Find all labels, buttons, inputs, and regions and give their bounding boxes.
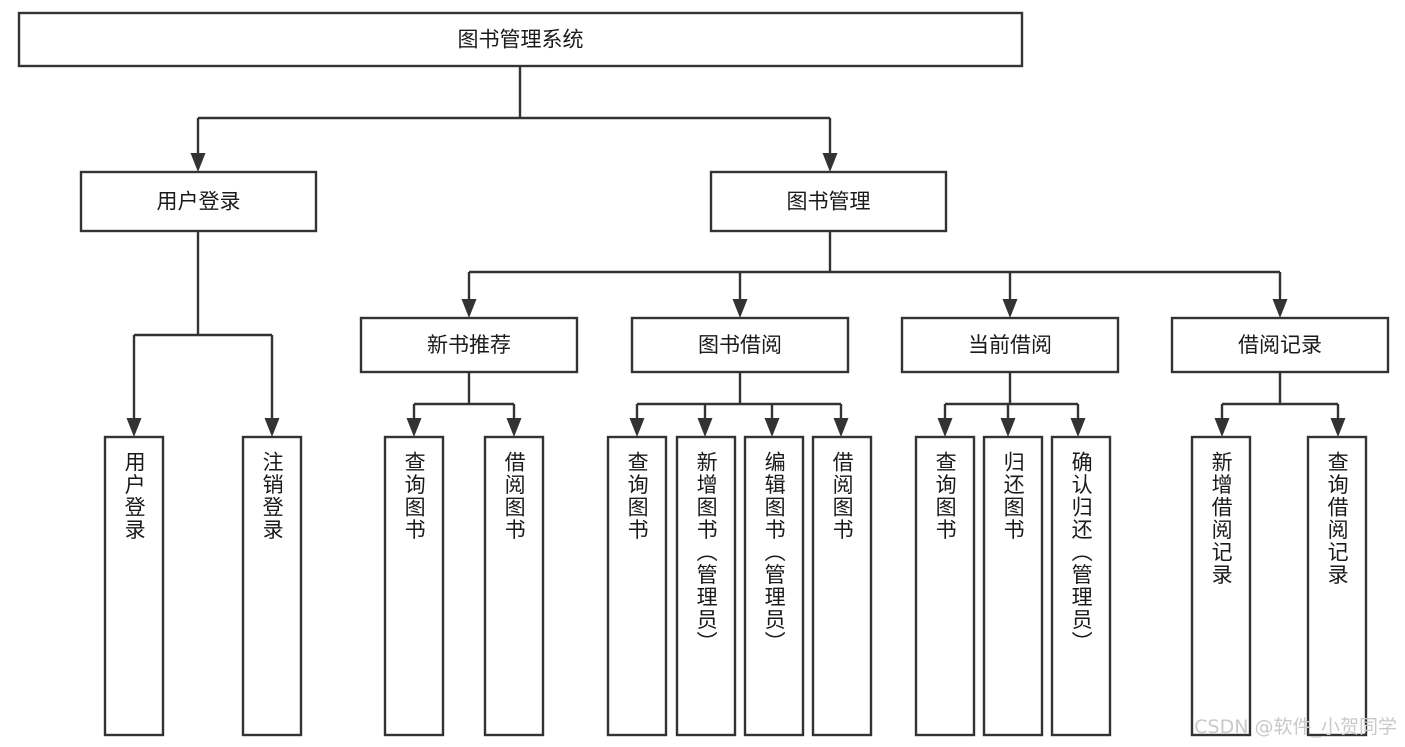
level2-node-0-label: 用户登录 (157, 190, 241, 214)
level3-node-3-label: 借阅记录 (1238, 333, 1322, 357)
leaf-node-box-1 (241, 435, 303, 737)
leaf-node-box-4 (606, 435, 668, 737)
group-drop-借阅记录-0-arrow-head (1214, 418, 1230, 437)
level2-node-1-label: 图书管理 (787, 190, 871, 214)
leaf-node-box-7 (811, 435, 873, 737)
group-drop-新书推荐-0-arrow-head (406, 418, 422, 437)
leaf-node-box-10 (1050, 435, 1112, 737)
leaf-node-box-0 (103, 435, 165, 737)
group-drop-当前借阅-2-arrow-head (1070, 418, 1086, 437)
level3-node-box-0 (359, 316, 579, 374)
level3-node-1-label: 图书借阅 (698, 333, 782, 357)
leaf-node-box-9 (982, 435, 1044, 737)
manage-drop-1-arrow-head (732, 299, 748, 318)
level3-node-2-label: 当前借阅 (968, 333, 1052, 357)
group-drop-图书借阅-0-arrow-head (629, 418, 645, 437)
root-node-box (17, 11, 1024, 68)
group-drop-当前借阅-0-arrow-head (937, 418, 953, 437)
level3-node-box-2 (900, 316, 1120, 374)
level2-node-box-1 (709, 170, 948, 233)
leaf-node-box-3 (483, 435, 545, 737)
leaf-node-box-2 (383, 435, 445, 737)
connector-layer (126, 66, 1346, 437)
group-drop-图书借阅-1-arrow-head (697, 418, 713, 437)
group-drop-图书借阅-2-arrow-head (764, 418, 780, 437)
watermark: CSDN @软件_小贺同学 (1194, 716, 1397, 738)
level3-node-box-3 (1170, 316, 1390, 374)
level2-node-box-0 (79, 170, 318, 233)
group-drop-借阅记录-1-arrow-head (1330, 418, 1346, 437)
group-drop-新书推荐-1-arrow-head (506, 418, 522, 437)
manage-drop-2-arrow-head (1002, 299, 1018, 318)
leaf-node-box-6 (743, 435, 805, 737)
leaf-node-box-8 (914, 435, 976, 737)
level3-node-box-1 (630, 316, 850, 374)
group-drop-图书借阅-3-arrow-head (833, 418, 849, 437)
root-node-label: 图书管理系统 (458, 28, 584, 52)
manage-drop-3-arrow-head (1272, 299, 1288, 318)
root-drop-1-arrow-head (822, 153, 838, 172)
manage-drop-0-arrow-head (461, 299, 477, 318)
login-drop-0-arrow-head (126, 418, 142, 437)
group-drop-当前借阅-1-arrow-head (1000, 418, 1016, 437)
leaf-node-box-12 (1306, 435, 1368, 737)
root-drop-0-arrow-head (190, 153, 206, 172)
level3-node-0-label: 新书推荐 (427, 333, 511, 357)
login-drop-1-arrow-head (264, 418, 280, 437)
leaf-node-box-11 (1190, 435, 1252, 737)
node-box-layer (17, 11, 1390, 737)
leaf-node-box-5 (675, 435, 737, 737)
